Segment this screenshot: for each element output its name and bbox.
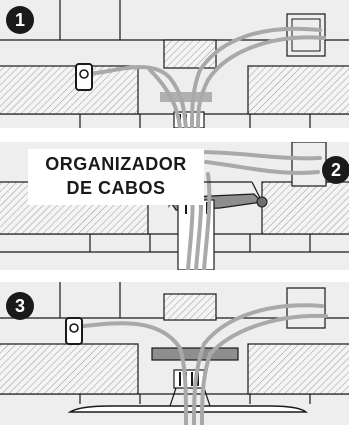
step-1-badge: 1 bbox=[6, 6, 34, 34]
tv-back-panel-right bbox=[247, 343, 349, 395]
organizer-label: ORGANIZADOR DE CABOS bbox=[28, 149, 204, 205]
organizer-label-line-1: ORGANIZADOR bbox=[45, 154, 187, 174]
step-2-badge: 2 bbox=[322, 156, 349, 184]
wall-box bbox=[286, 287, 326, 329]
tv-back-panel-left bbox=[0, 65, 139, 115]
step-3-drawing bbox=[0, 282, 349, 425]
cable-organizer-part bbox=[151, 347, 239, 361]
cables bbox=[82, 303, 328, 425]
stand-neck bbox=[160, 92, 212, 102]
step-1-panel: 1 bbox=[0, 0, 349, 128]
tv-back-panel-right bbox=[261, 181, 349, 235]
step-3-badge: 3 bbox=[6, 292, 34, 320]
tv-back-panel-right bbox=[247, 65, 349, 115]
tv-back-center-block bbox=[163, 39, 217, 69]
stand-base bbox=[173, 369, 205, 389]
tv-back-panel-left bbox=[0, 343, 139, 395]
wall-box bbox=[286, 13, 326, 57]
cable-clip bbox=[65, 317, 83, 345]
step-2-panel: ORGANIZADOR DE CABOS 2 bbox=[0, 142, 349, 270]
step-1-drawing bbox=[0, 0, 349, 128]
stand-foot bbox=[67, 405, 309, 413]
organizer-label-line-2: DE CABOS bbox=[66, 178, 166, 198]
cable-clip bbox=[75, 63, 93, 91]
step-3-panel: 3 bbox=[0, 282, 349, 425]
tv-back-center-block bbox=[163, 293, 217, 321]
cables bbox=[82, 26, 326, 128]
